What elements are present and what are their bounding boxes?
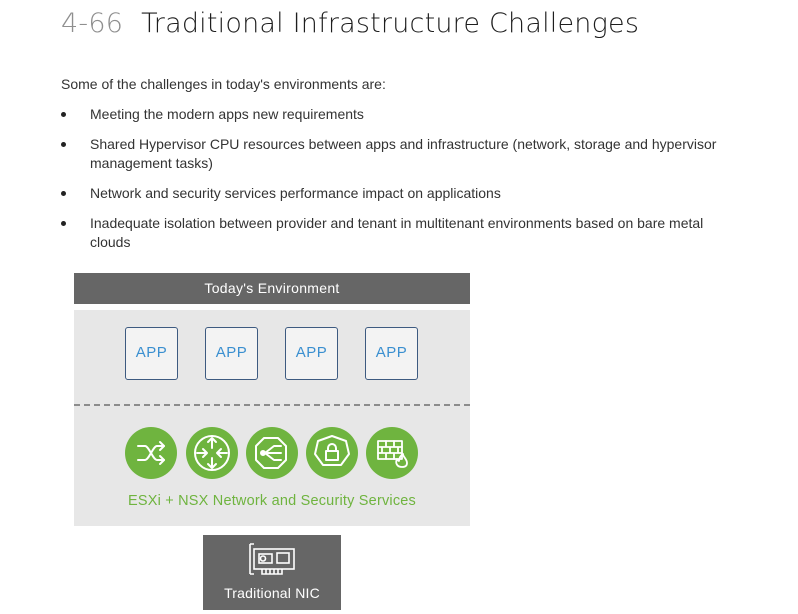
app-box: APP: [365, 327, 418, 380]
list-item: Meeting the modern apps new requirements: [61, 105, 721, 124]
switch-icon: [125, 427, 177, 479]
environment-body: APP APP APP APP: [74, 310, 470, 526]
heading-title: Traditional Infrastructure Challenges: [141, 8, 640, 39]
list-item: Inadequate isolation between provider an…: [61, 214, 721, 252]
bullet-icon: [61, 142, 66, 147]
app-box: APP: [285, 327, 338, 380]
nic-label: Traditional NIC: [224, 585, 320, 601]
challenge-list: Meeting the modern apps new requirements…: [61, 105, 721, 263]
list-item: Shared Hypervisor CPU resources between …: [61, 135, 721, 173]
load-balancer-icon: [246, 427, 298, 479]
intro-text: Some of the challenges in today's enviro…: [61, 76, 386, 92]
nic-card-icon: [249, 543, 295, 575]
router-icon: [186, 427, 238, 479]
bullet-icon: [61, 191, 66, 196]
environment-header: Today's Environment: [74, 273, 470, 304]
services-label: ESXi + NSX Network and Security Services: [127, 493, 417, 509]
page-heading: 4-66 Traditional Infrastructure Challenge…: [61, 8, 639, 39]
app-box: APP: [125, 327, 178, 380]
security-icon: [306, 427, 358, 479]
app-box: APP: [205, 327, 258, 380]
bullet-icon: [61, 221, 66, 226]
heading-number: 4-66: [61, 8, 124, 39]
bullet-icon: [61, 112, 66, 117]
list-item: Network and security services performanc…: [61, 184, 721, 203]
firewall-icon: [366, 427, 418, 479]
dashed-divider: [74, 404, 470, 406]
traditional-nic: Traditional NIC: [203, 535, 341, 610]
environment-diagram: Today's Environment APP APP APP APP: [74, 273, 470, 526]
